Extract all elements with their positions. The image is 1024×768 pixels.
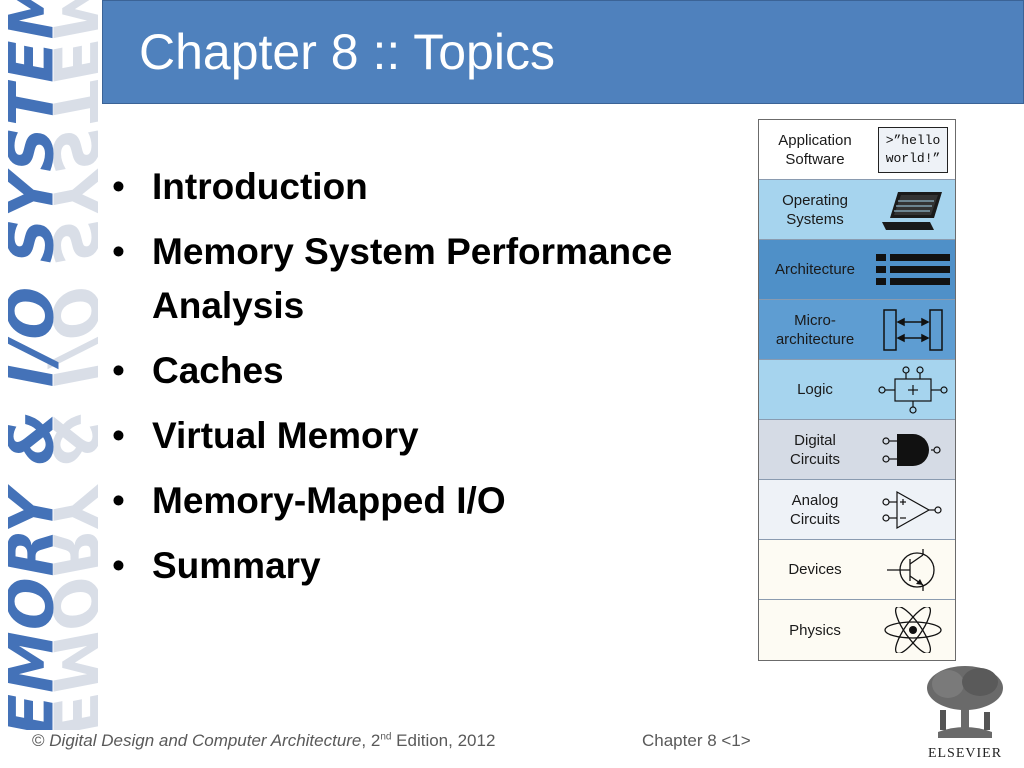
layer-label: Micro- architecture — [775, 311, 855, 348]
adder-icon — [878, 365, 948, 414]
datapath-icon — [883, 308, 943, 351]
layer-label: Application Software — [778, 131, 852, 168]
title-bar: Chapter 8 :: Topics — [102, 0, 1024, 104]
transistor-icon — [887, 548, 935, 591]
side-title-text: MEMORY & I/O SYSTEMS — [8, 0, 68, 730]
book-title: Digital Design and Computer Architecture — [49, 731, 362, 750]
layer-microarchitecture: Micro- architecture — [759, 300, 955, 360]
laptop-icon — [882, 191, 942, 230]
layer-application-software: Application Software >”hello world!” — [759, 120, 955, 180]
layer-devices: Devices — [759, 540, 955, 600]
layer-label: Architecture — [774, 261, 856, 278]
edition-number: , 2 — [361, 731, 381, 750]
layer-label: Operating Systems — [782, 191, 848, 228]
abstraction-stack: Application Software >”hello world!” Ope… — [758, 119, 956, 661]
layer-analog-circuits: Analog Circuits — [759, 480, 955, 540]
layer-label: Physics — [789, 621, 841, 639]
list-item: Memory-Mapped I/O — [112, 474, 732, 528]
slide-title: Chapter 8 :: Topics — [139, 24, 555, 80]
footer-copyright: © Digital Design and Computer Architectu… — [32, 731, 495, 751]
layer-label: Analog Circuits — [789, 491, 840, 528]
atom-icon — [884, 607, 942, 653]
topics-list: Introduction Memory System Performance A… — [112, 160, 732, 604]
list-item: Introduction — [112, 160, 732, 214]
layer-logic: Logic — [759, 360, 955, 420]
instruction-bars-icon — [876, 253, 950, 285]
and-gate-icon — [882, 433, 941, 466]
side-title: MEMORY & I/O SYSTEMS MEMORY & I/O SYSTEM… — [8, 0, 98, 730]
elsevier-tree-icon — [927, 666, 1003, 738]
edition-text: Edition, 2012 — [391, 731, 496, 750]
hello-world-box: >”hello world!” — [878, 126, 948, 173]
list-item: Memory System Performance Analysis — [112, 225, 732, 333]
page-number: Chapter 8 <1> — [642, 731, 751, 750]
layer-architecture: Architecture — [759, 240, 955, 300]
layer-physics: Physics — [759, 600, 955, 660]
layer-label: Digital Circuits — [789, 431, 840, 468]
copyright-symbol: © — [32, 731, 45, 750]
edition-suffix: nd — [380, 731, 392, 743]
list-item: Caches — [112, 344, 732, 398]
elsevier-wordmark: ELSEVIER — [927, 746, 1003, 761]
layer-label: Devices — [788, 561, 842, 578]
list-item: Virtual Memory — [112, 409, 732, 463]
list-item: Summary — [112, 539, 732, 593]
layer-label: Logic — [797, 381, 833, 398]
elsevier-logo: ELSEVIER — [918, 662, 1012, 762]
op-amp-icon — [882, 490, 942, 529]
layer-digital-circuits: Digital Circuits — [759, 420, 955, 480]
layer-operating-systems: Operating Systems — [759, 180, 955, 240]
